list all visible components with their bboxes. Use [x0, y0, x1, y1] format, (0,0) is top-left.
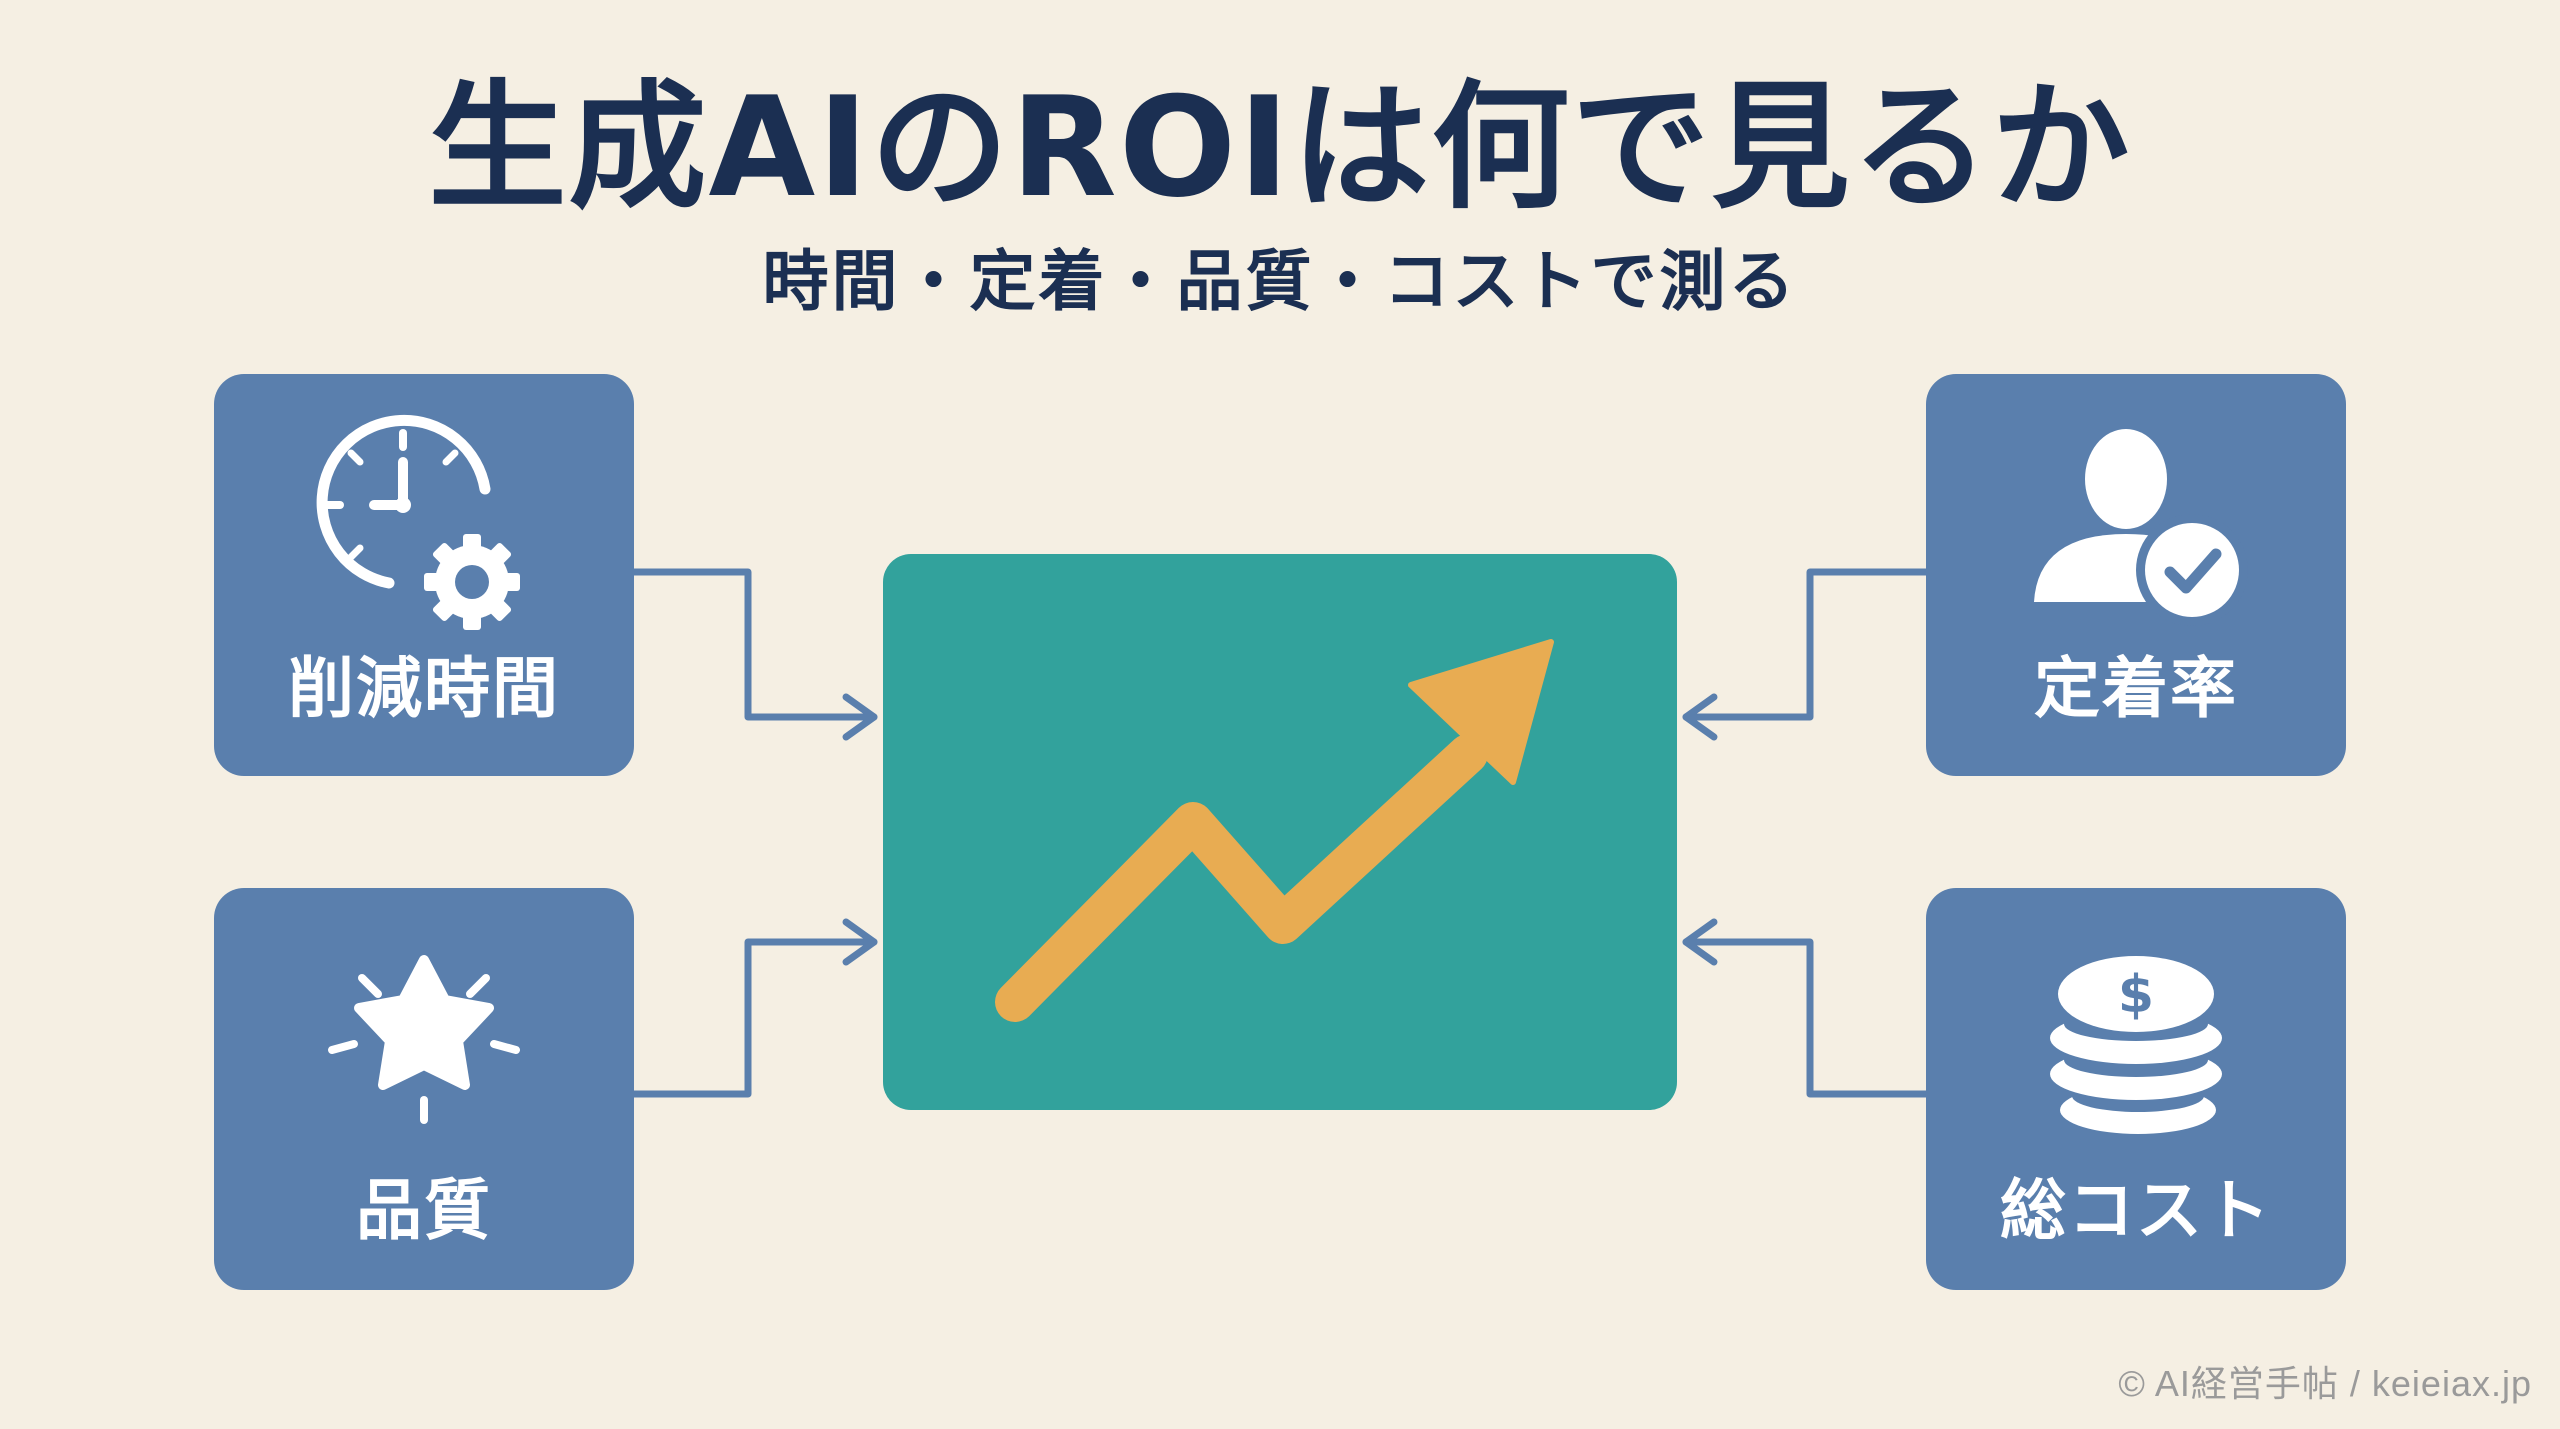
card-label-retention-rate: 定着率	[2034, 650, 2238, 727]
card-total-cost: $ 総コスト	[1926, 888, 2346, 1290]
card-label-quality: 品質	[356, 1172, 492, 1249]
star-icon	[214, 888, 634, 1178]
page-title: 生成AIのROIは何で見るか	[428, 67, 2132, 228]
trend-up-arrow-icon	[995, 639, 1554, 1022]
user-check-icon	[1926, 374, 2346, 664]
connector-quality-arrowhead	[842, 918, 878, 966]
card-label-reduced-time: 削減時間	[288, 650, 560, 727]
footer-credit: © AI経営手帖 / keieiax.jp	[2118, 1363, 2532, 1404]
svg-text:$: $	[2118, 965, 2154, 1025]
connector-retention-arrowhead	[1682, 693, 1718, 741]
card-retention-rate: 定着率	[1926, 374, 2346, 776]
page-subtitle: 時間・定着・品質・コストで測る	[762, 243, 1798, 320]
connector-cost-arrowhead	[1682, 918, 1718, 966]
card-reduced-time: 削減時間	[214, 374, 634, 776]
clock-gear-icon	[214, 374, 634, 664]
connector-quality	[630, 938, 878, 1098]
card-label-total-cost: 総コスト	[2000, 1172, 2272, 1249]
connector-retention	[1682, 568, 1930, 721]
connector-cost	[1682, 938, 1930, 1098]
connector-time-arrowhead	[842, 693, 878, 741]
coins-icon: $	[1926, 888, 2346, 1178]
center-roi-panel	[883, 554, 1677, 1110]
connector-time	[630, 568, 878, 721]
card-quality: 品質	[214, 888, 634, 1290]
